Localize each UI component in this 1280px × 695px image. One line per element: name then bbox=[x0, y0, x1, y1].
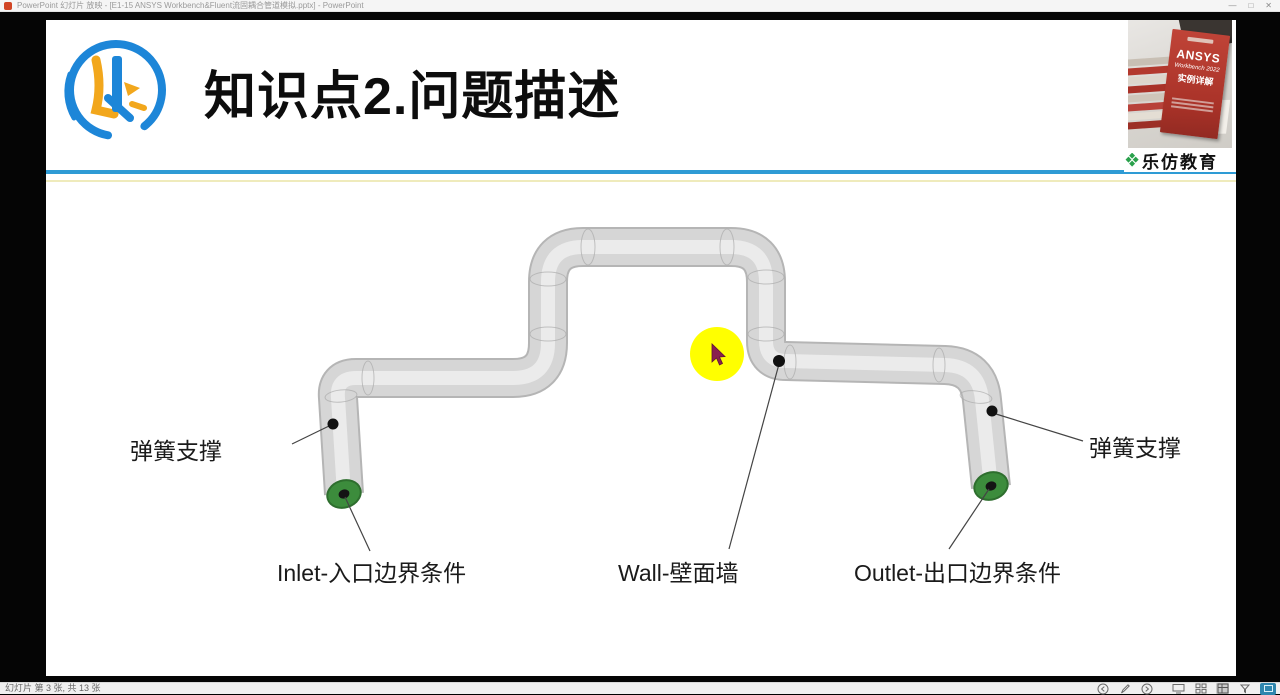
label-inlet: Inlet-入口边界条件 bbox=[277, 560, 467, 586]
pipe-joint-seams bbox=[324, 228, 993, 404]
ime-corner-icon[interactable] bbox=[1260, 682, 1276, 695]
slide-title: 知识点2.问题描述 bbox=[204, 68, 621, 126]
header-rule-yellow bbox=[46, 180, 1236, 182]
pen-icon[interactable] bbox=[1118, 683, 1131, 694]
leader-lines bbox=[291, 363, 1084, 552]
maximize-button[interactable]: □ bbox=[1248, 0, 1254, 10]
close-button[interactable]: ✕ bbox=[1265, 0, 1272, 10]
green-diamond-logo bbox=[1125, 153, 1139, 167]
window-titlebar: PowerPoint 幻灯片 放映 - [E1-15 ANSYS Workben… bbox=[0, 0, 1280, 12]
book-photo: ANSYS Workbench 2022 实例详解 bbox=[1128, 20, 1232, 150]
slide-position-text: 幻灯片 第 3 张, 共 13 张 bbox=[5, 683, 101, 693]
slideshow-view-icon[interactable] bbox=[1172, 683, 1185, 694]
grid-view-icon[interactable] bbox=[1194, 683, 1207, 694]
mouse-cursor-icon bbox=[711, 343, 726, 366]
label-spring-right: 弹簧支撑 bbox=[1089, 436, 1181, 461]
wall-dot bbox=[773, 355, 785, 367]
inlet-cap bbox=[326, 479, 362, 509]
slide-canvas: 知识点2.问题描述 ANSYS Workbench 2022 实例 bbox=[46, 20, 1236, 676]
window-title: PowerPoint 幻灯片 放映 - [E1-15 ANSYS Workben… bbox=[17, 0, 364, 10]
status-bar: 幻灯片 第 3 张, 共 13 张 bbox=[0, 682, 1280, 695]
powerpoint-app-icon bbox=[4, 1, 12, 10]
org-name: 乐仿教育 bbox=[1142, 152, 1218, 172]
brand-row: 乐仿教育 bbox=[1124, 148, 1236, 172]
zoom-view-icon[interactable] bbox=[1216, 683, 1229, 694]
label-outlet: Outlet-出口边界条件 bbox=[854, 560, 1062, 586]
label-wall: Wall-壁面墙 bbox=[618, 560, 739, 586]
outlet-cap bbox=[973, 471, 1009, 501]
prev-slide-icon[interactable] bbox=[1096, 683, 1109, 694]
label-spring-left: 弹簧支撑 bbox=[130, 439, 222, 464]
menu-flag-icon[interactable] bbox=[1238, 683, 1251, 694]
minimize-button[interactable]: — bbox=[1228, 0, 1237, 10]
spring-right-dot bbox=[986, 405, 998, 417]
header-rule-blue bbox=[46, 170, 1236, 174]
letu-brush-logo bbox=[64, 40, 166, 140]
pipe-highlight bbox=[330, 240, 998, 495]
slideshow-stage[interactable]: 知识点2.问题描述 ANSYS Workbench 2022 实例 bbox=[0, 12, 1280, 682]
spring-left-dot bbox=[327, 418, 339, 430]
next-slide-icon[interactable] bbox=[1140, 683, 1153, 694]
pipe-diagram bbox=[291, 227, 1084, 552]
